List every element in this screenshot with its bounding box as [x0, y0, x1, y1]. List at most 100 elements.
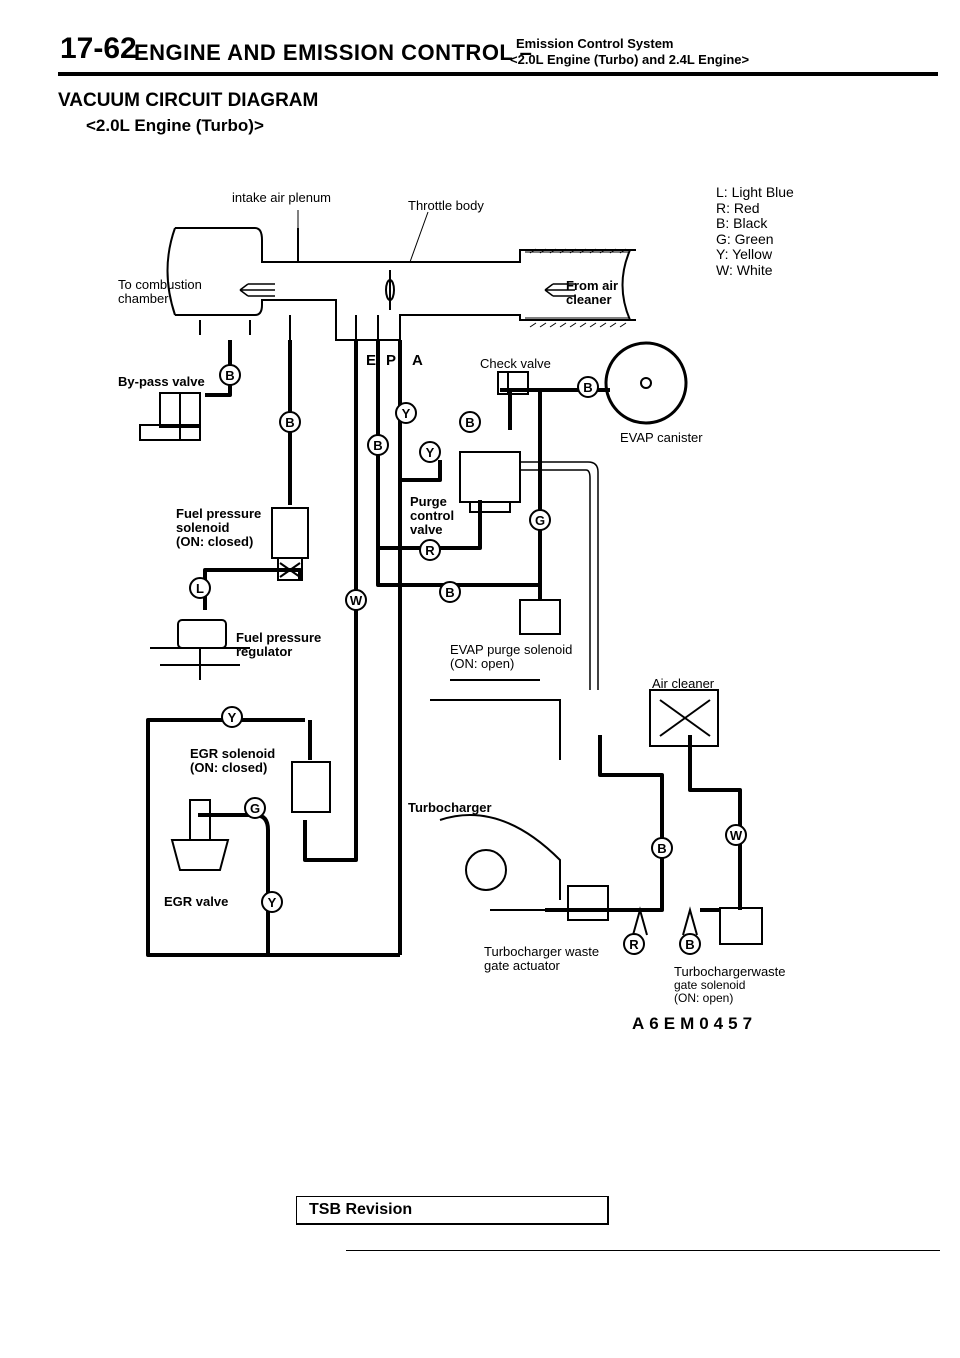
fuel-pressure-solenoid-shape: [271, 507, 309, 581]
label-turbocharger: Turbocharger: [408, 800, 492, 815]
marker-evap-g: [529, 509, 551, 531]
legend-item: W: White: [716, 261, 773, 278]
marker-wg-r: [623, 933, 645, 955]
marker-label-egr-sol-y: Y: [228, 710, 237, 725]
evap-purge-solenoid-shape: [519, 599, 561, 635]
label-port-a: A: [412, 352, 423, 369]
engine-variant: <2.0L Engine (Turbo) and 2.4L Engine>: [510, 52, 750, 67]
color-legend: L: Light Blue R: Red B: Black G: Green Y…: [716, 184, 794, 278]
wastegate-solenoid-shape: [719, 907, 763, 945]
wastegate-arrows: [632, 906, 698, 936]
figure-code: A6EM0457: [632, 1014, 758, 1033]
label-from-air-2: cleaner: [566, 292, 612, 307]
air-cleaner-shape: [649, 689, 719, 747]
marker-evap-b: [439, 581, 461, 603]
legend-item: Y: Yellow: [716, 246, 773, 262]
label-purge-control-3: valve: [410, 522, 443, 537]
label-egr-solenoid-2: (ON: closed): [190, 760, 268, 775]
marker-egr-b-main: [367, 434, 389, 456]
diagram-title: VACUUM CIRCUIT DIAGRAM: [58, 90, 319, 111]
label-fuel-pressure-solenoid-1: Fuel pressure: [176, 506, 262, 521]
label-fuel-pressure-regulator-1: Fuel pressure: [236, 630, 322, 645]
marker-wg-w: [725, 824, 747, 846]
page-title: ENGINE AND EMISSION CONTROL –: [134, 40, 533, 65]
label-fuel-pressure-regulator-2: regulator: [236, 644, 293, 659]
hose-color-letters: B B Y B B Y G R L W B Y G Y B W R B B: [196, 368, 743, 952]
tsb-revision-label: TSB Revision: [309, 1201, 413, 1218]
label-wastegate-solenoid-1: Turbochargerwaste: [674, 964, 786, 979]
label-port-p: P: [386, 352, 397, 369]
label-wastegate-solenoid-2: gate solenoid: [674, 978, 746, 992]
label-fuel-pressure-solenoid-2: solenoid: [176, 520, 230, 535]
label-bypass-valve: By-pass valve: [118, 374, 205, 389]
marker-label-evap-g: G: [535, 513, 545, 528]
marker-label-fuel-l: L: [196, 581, 204, 596]
check-valve-shape: [497, 371, 529, 395]
label-to-combustion-2: chamber: [118, 291, 169, 306]
marker-egr-sol-y: [221, 706, 243, 728]
label-egr-valve: EGR valve: [164, 894, 229, 909]
marker-label-egr-b-main: B: [373, 438, 382, 453]
marker-label-fuel-sol-top: B: [285, 415, 294, 430]
tsb-revision-box: TSB Revision: [296, 1196, 609, 1225]
label-port-e: E: [366, 352, 377, 369]
intake-pipe-hatching: [525, 248, 630, 328]
marker-label-egr-g: G: [250, 801, 260, 816]
diagram-subtitle: <2.0L Engine (Turbo)>: [86, 116, 264, 135]
flow-arrows: [239, 283, 575, 297]
turbocharger-shape: [430, 679, 561, 900]
evap-tube: [520, 461, 599, 690]
marker-fuel-l: [189, 577, 211, 599]
hose-color-markers: [189, 364, 747, 955]
marker-label-purge-b-top: B: [465, 415, 474, 430]
label-wastegate-actuator-2: gate actuator: [484, 958, 560, 973]
legend-item: R: Red: [716, 199, 760, 216]
header-rule: [58, 72, 938, 76]
marker-label-wg-b2: B: [685, 937, 694, 952]
label-fuel-pressure-solenoid-3: (ON: closed): [176, 534, 254, 549]
egr-solenoid-shape: [291, 761, 331, 813]
footer-rule: [346, 1250, 940, 1251]
marker-label-purge-y: Y: [426, 445, 435, 460]
label-egr-solenoid-1: EGR solenoid: [190, 746, 276, 761]
marker-bypass: [219, 364, 241, 386]
marker-label-purge-r: R: [425, 543, 435, 558]
marker-label-egr-valve-y: Y: [268, 895, 277, 910]
marker-label-wg-w: W: [730, 828, 743, 843]
legend-item: B: Black: [716, 215, 768, 231]
marker-wg-b2: [679, 933, 701, 955]
bypass-valve-shape: [139, 392, 201, 441]
marker-label-w-main: W: [350, 593, 363, 608]
marker-egr-g: [244, 797, 266, 819]
marker-label-canister-b: B: [583, 380, 592, 395]
label-to-combustion-1: To combustion: [118, 277, 202, 292]
label-air-cleaner: Air cleaner: [652, 676, 715, 691]
evap-canister-shape: [604, 341, 688, 425]
marker-label-wg-b: B: [657, 841, 666, 856]
marker-label-wg-r: R: [629, 937, 639, 952]
label-from-air-1: From air: [566, 278, 619, 293]
marker-wg-b: [651, 837, 673, 859]
label-evap-purge-1: EVAP purge solenoid: [450, 642, 573, 657]
label-evap-purge-2: (ON: open): [450, 656, 515, 671]
label-intake-air-plenum: intake air plenum: [232, 190, 331, 205]
marker-egr-valve-y: [261, 891, 283, 913]
label-throttle-body: Throttle body: [408, 198, 484, 213]
marker-fuel-sol-top: [279, 411, 301, 433]
marker-purge-b-top: [459, 411, 481, 433]
marker-canister-b: [577, 376, 599, 398]
label-wastegate-actuator-1: Turbocharger waste: [484, 944, 600, 959]
purge-control-valve-shape: [459, 451, 521, 513]
section-name: Emission Control System: [516, 36, 674, 51]
marker-label-evap-b: B: [445, 585, 454, 600]
label-purge-control-2: control: [410, 508, 455, 523]
marker-purge-y: [419, 441, 441, 463]
wastegate-actuator-shape: [490, 885, 609, 921]
marker-label-purge-y-top: Y: [402, 406, 411, 421]
throttle-plate: [385, 270, 395, 310]
marker-label-bypass: B: [225, 368, 234, 383]
page-number: 17-62: [60, 32, 137, 65]
marker-w-main: [345, 589, 367, 611]
fuel-pressure-regulator-shape: [150, 619, 250, 680]
